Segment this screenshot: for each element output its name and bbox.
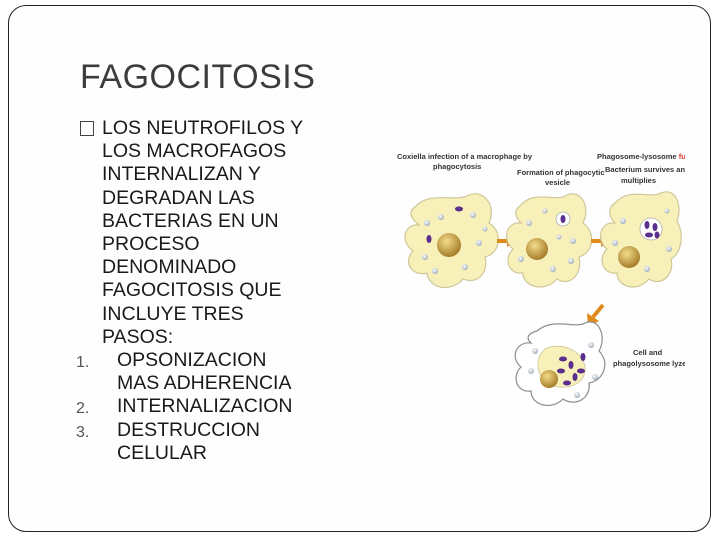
step-item-2: 2. INTERNALIZACION bbox=[76, 395, 380, 418]
bullet-line: LOS NEUTROFILOS Y bbox=[102, 117, 304, 139]
caption-multiplies: multiplies bbox=[621, 176, 656, 185]
bullet-line: INCLUYE TRES bbox=[102, 302, 244, 325]
step-line: CELULAR bbox=[117, 441, 207, 464]
bullet-line: INTERNALIZAN Y bbox=[102, 163, 261, 186]
bullet-line: PROCESO bbox=[102, 233, 200, 256]
bullet-line: PASOS: bbox=[102, 325, 174, 348]
bullet-line: LOS MACROFAGOS bbox=[102, 140, 287, 163]
step-number: 1. bbox=[76, 354, 90, 372]
step-number: 2. bbox=[76, 400, 90, 418]
caption-fusion-b: fusio bbox=[679, 152, 685, 161]
caption-lyzes-2: phagolysosome lyzes bbox=[613, 359, 685, 368]
bullet-item: LOS NEUTROFILOS Y LOS MACROFAGOS INTERNA… bbox=[80, 117, 380, 349]
step-line: INTERNALIZACION bbox=[117, 395, 293, 418]
step-line: OPSONIZACION bbox=[117, 349, 267, 372]
macrophage-cell-2 bbox=[505, 193, 593, 288]
caption-survives: Bacterium survives and bbox=[605, 165, 685, 174]
phagocytosis-figure: Coxiella infection of a macrophage by ph… bbox=[385, 145, 697, 415]
bullet-line: DEGRADAN LAS bbox=[102, 186, 255, 209]
phagocytosis-diagram: Coxiella infection of a macrophage by ph… bbox=[397, 152, 697, 407]
bullet-line: DENOMINADO bbox=[102, 256, 237, 279]
step-number: 3. bbox=[76, 423, 90, 441]
arrow-down-left-icon bbox=[591, 303, 605, 319]
macrophage-cell-1 bbox=[404, 193, 499, 289]
lysing-cell bbox=[514, 321, 606, 407]
step-item-3: 3. DESTRUCCION CELULAR bbox=[76, 418, 380, 465]
macrophage-cell-3 bbox=[599, 191, 682, 288]
step-line: DESTRUCCION bbox=[117, 418, 261, 441]
caption-infection-2: phagocytosis bbox=[433, 162, 481, 171]
slide-title: FAGOCITOSIS bbox=[80, 58, 316, 96]
caption-infection: Coxiella infection of a macrophage by bbox=[397, 152, 533, 161]
slide-frame bbox=[8, 5, 711, 532]
step-line: MAS ADHERENCIA bbox=[117, 372, 292, 395]
slide-body: LOS NEUTROFILOS Y LOS MACROFAGOS INTERNA… bbox=[76, 117, 380, 465]
bullet-line: BACTERIAS EN UN bbox=[102, 209, 279, 232]
caption-vesicle: Formation of phagocytic bbox=[517, 168, 605, 177]
caption-vesicle-2: vesicle bbox=[545, 178, 570, 187]
step-item-1: 1. OPSONIZACION MAS ADHERENCIA bbox=[76, 349, 380, 395]
checkbox-bullet-icon bbox=[80, 121, 94, 136]
bullet-line: FAGOCITOSIS QUE bbox=[102, 279, 282, 302]
caption-fusion-a: Phagosome-lysosome bbox=[597, 152, 679, 161]
caption-lyzes: Cell and bbox=[633, 348, 663, 357]
caption-fusion: Phagosome-lysosome fusio bbox=[597, 152, 685, 161]
